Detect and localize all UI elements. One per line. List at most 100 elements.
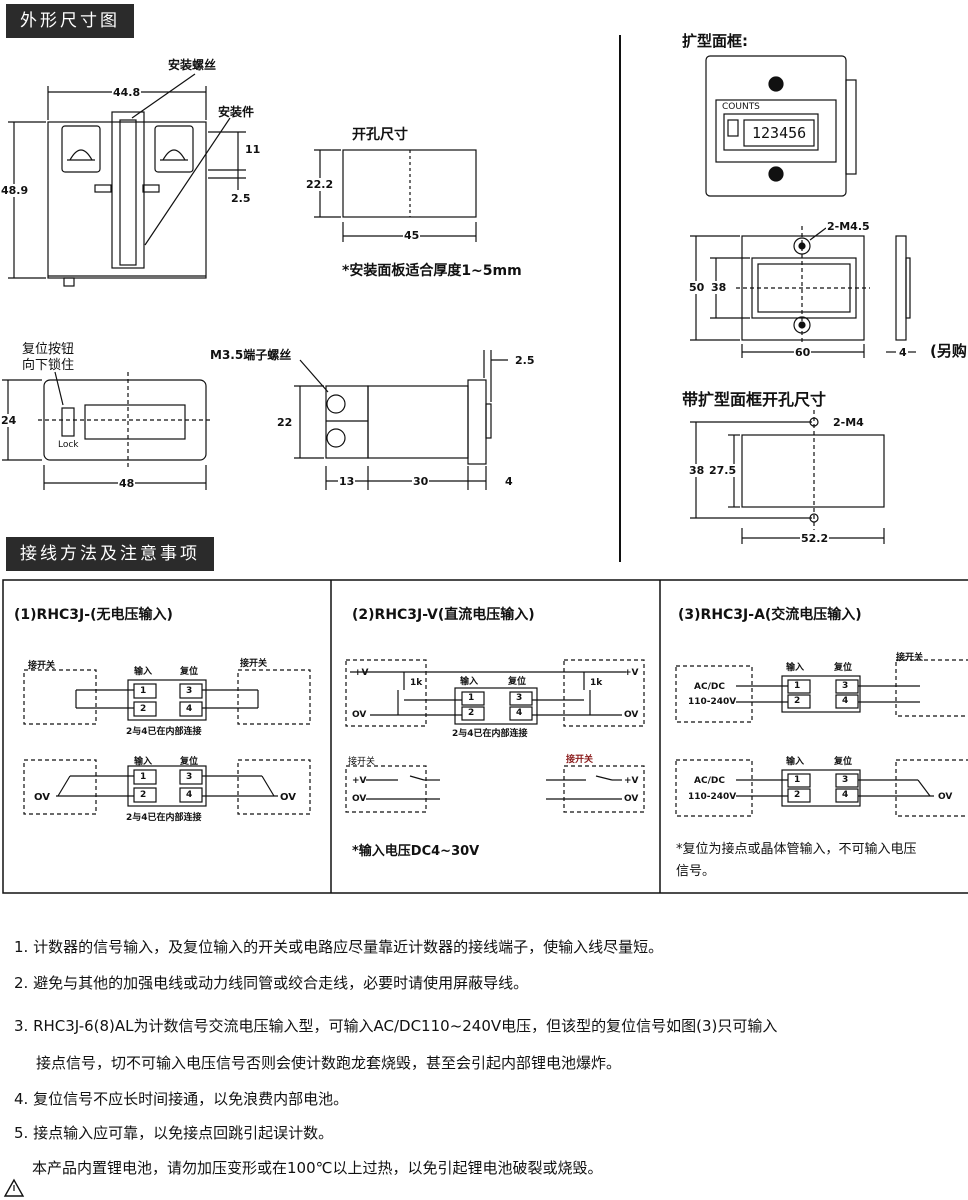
rule-3-cont: 接点信号，切不可输入电压信号否则会使计数跑龙套烧毁，甚至会引起内部锂电池爆炸。 bbox=[36, 1054, 622, 1072]
frame-cutout-hole: 2-M4 bbox=[832, 416, 865, 429]
rule-4: 4. 复位信号不应长时间接通，以免浪费内部电池。 bbox=[14, 1090, 349, 1108]
p3-t3: 3 bbox=[842, 681, 849, 691]
p1b-internal-note: 2与4已在内部连接 bbox=[126, 813, 202, 823]
section-header-dimensions: 外形尺寸图 bbox=[6, 4, 134, 38]
p1-t3: 3 bbox=[186, 686, 193, 696]
dim-11: 11 bbox=[244, 143, 262, 156]
dim-cutout-27-5: 27.5 bbox=[708, 464, 738, 477]
p3b-t1: 1 bbox=[794, 775, 801, 785]
dim-side-height: 22 bbox=[276, 416, 294, 429]
p1b-reset-label: 复位 bbox=[180, 757, 199, 767]
rule-2: 2. 避免与其他的加强电线或动力线同管或绞合走线，必要时请使用屏蔽导线。 bbox=[14, 974, 529, 992]
p1b-t1: 1 bbox=[140, 772, 147, 782]
dim-height-48-9: 48.9 bbox=[0, 184, 30, 197]
lock-label: Lock bbox=[58, 440, 79, 450]
frame-title: 扩型面框: bbox=[682, 32, 748, 50]
p2-t3: 3 bbox=[516, 693, 523, 703]
p2-r1k-left: 1k bbox=[410, 678, 423, 688]
rule-warning: 本产品内置锂电池，请勿加压变形或在100℃以上过热，以免引起锂电池破裂或烧毁。 bbox=[32, 1159, 603, 1177]
p3b-ov: OV bbox=[938, 792, 953, 802]
p2-ov-left: OV bbox=[352, 710, 367, 720]
dim-13: 13 bbox=[338, 475, 356, 488]
p3-note-line1: *复位为接点或晶体管输入，不可输入电压 bbox=[676, 842, 917, 857]
label-reset-button: 复位按钮 bbox=[22, 342, 75, 357]
p1b-t2: 2 bbox=[140, 790, 147, 800]
p2b-plusv-left: +V bbox=[352, 776, 367, 786]
panel-1-title: (1)RHC3J-(无电压输入) bbox=[14, 607, 173, 623]
warning-triangle-icon bbox=[3, 1178, 25, 1197]
p2-input-label: 输入 bbox=[460, 677, 479, 687]
p2-switch-right: 接开关 bbox=[566, 755, 594, 765]
p1-internal-note: 2与4已在内部连接 bbox=[126, 727, 202, 737]
panel-thickness-note: *安装面板适合厚度1~5mm bbox=[342, 263, 522, 279]
dim-side-2-5: 2.5 bbox=[514, 354, 536, 367]
dim-frame-50: 50 bbox=[688, 281, 706, 294]
label-bracket: 安装件 bbox=[218, 105, 255, 119]
frame-cutout-title: 带扩型面框开孔尺寸 bbox=[682, 390, 827, 409]
dim-frame-60: 60 bbox=[794, 346, 812, 359]
p2-t4: 4 bbox=[516, 708, 523, 718]
p3b-volt: 110-240V bbox=[688, 792, 737, 802]
frame-side-note: (另购 bbox=[930, 342, 967, 360]
rule-5: 5. 接点输入应可靠，以免接点回跳引起误计数。 bbox=[14, 1124, 334, 1142]
panel-3-title: (3)RHC3J-A(交流电压输入) bbox=[678, 607, 862, 623]
p1-t4: 4 bbox=[186, 704, 193, 714]
p3b-input-label: 输入 bbox=[786, 757, 805, 767]
p2-r1k-right: 1k bbox=[590, 678, 603, 688]
p3b-t4: 4 bbox=[842, 790, 849, 800]
rule-3: 3. RHC3J-6(8)AL为计数信号交流电压输入型，可输入AC/DC110~… bbox=[14, 1017, 778, 1035]
p3-input-label: 输入 bbox=[786, 663, 805, 673]
p1b-input-label: 输入 bbox=[134, 757, 153, 767]
p2-t1: 1 bbox=[468, 693, 475, 703]
p2-plusv-left: +V bbox=[354, 668, 369, 678]
p1b-ov-right: OV bbox=[280, 792, 296, 803]
dim-width-44-8: 44.8 bbox=[112, 86, 142, 99]
p3-volt: 110-240V bbox=[688, 697, 737, 707]
p1b-ov-left: OV bbox=[34, 792, 50, 803]
p2b-ov-right: OV bbox=[624, 794, 639, 804]
p3-t4: 4 bbox=[842, 696, 849, 706]
p3-t2: 2 bbox=[794, 696, 801, 706]
panel-2-title: (2)RHC3J-V(直流电压输入) bbox=[352, 607, 535, 623]
p3-switch-label: 接开关 bbox=[896, 653, 924, 663]
p2-t2: 2 bbox=[468, 708, 475, 718]
p1-input-label: 输入 bbox=[134, 667, 153, 677]
p2-voltage-note: *输入电压DC4~30V bbox=[352, 844, 480, 859]
p1b-t3: 3 bbox=[186, 772, 193, 782]
p2-internal-note: 2与4已在内部连接 bbox=[452, 729, 528, 739]
label-lock-down: 向下锁住 bbox=[22, 358, 75, 373]
p1-switch-left: 接开关 bbox=[28, 661, 56, 671]
label-mounting-screw: 安装螺丝 bbox=[168, 58, 217, 72]
p2b-plusv-right: +V bbox=[624, 776, 639, 786]
p2-ov-right: OV bbox=[624, 710, 639, 720]
dim-frame-38: 38 bbox=[710, 281, 728, 294]
dim-30: 30 bbox=[412, 475, 430, 488]
p3-t1: 1 bbox=[794, 681, 801, 691]
p3b-t2: 2 bbox=[794, 790, 801, 800]
p3-acdc: AC/DC bbox=[694, 682, 725, 692]
p3b-t3: 3 bbox=[842, 775, 849, 785]
p1b-t4: 4 bbox=[186, 790, 193, 800]
counts-label: COUNTS bbox=[722, 102, 760, 112]
dim-cutout-38: 38 bbox=[688, 464, 706, 477]
p3b-reset-label: 复位 bbox=[834, 757, 853, 767]
p1-t2: 2 bbox=[140, 704, 147, 714]
counter-display: 123456 bbox=[752, 124, 807, 142]
frame-hole-label: 2-M4.5 bbox=[826, 220, 871, 233]
label-terminal-screw: M3.5端子螺丝 bbox=[210, 348, 292, 362]
p1-t1: 1 bbox=[140, 686, 147, 696]
dim-reset-height: 24 bbox=[0, 414, 18, 427]
p2b-ov-left: OV bbox=[352, 794, 367, 804]
dim-4: 4 bbox=[504, 475, 514, 488]
dim-reset-width: 48 bbox=[118, 477, 136, 490]
dim-2-5: 2.5 bbox=[230, 192, 252, 205]
p1-switch-right: 接开关 bbox=[240, 659, 268, 669]
p1-reset-label: 复位 bbox=[180, 667, 199, 677]
section-header-wiring: 接线方法及注意事项 bbox=[6, 537, 214, 571]
p2-switch-left: 接开关 bbox=[348, 757, 376, 767]
p3-note-line2: 信号。 bbox=[676, 864, 716, 879]
p3b-acdc: AC/DC bbox=[694, 776, 725, 786]
cutout-title: 开孔尺寸 bbox=[352, 127, 408, 143]
dim-cutout-width: 45 bbox=[403, 229, 421, 242]
